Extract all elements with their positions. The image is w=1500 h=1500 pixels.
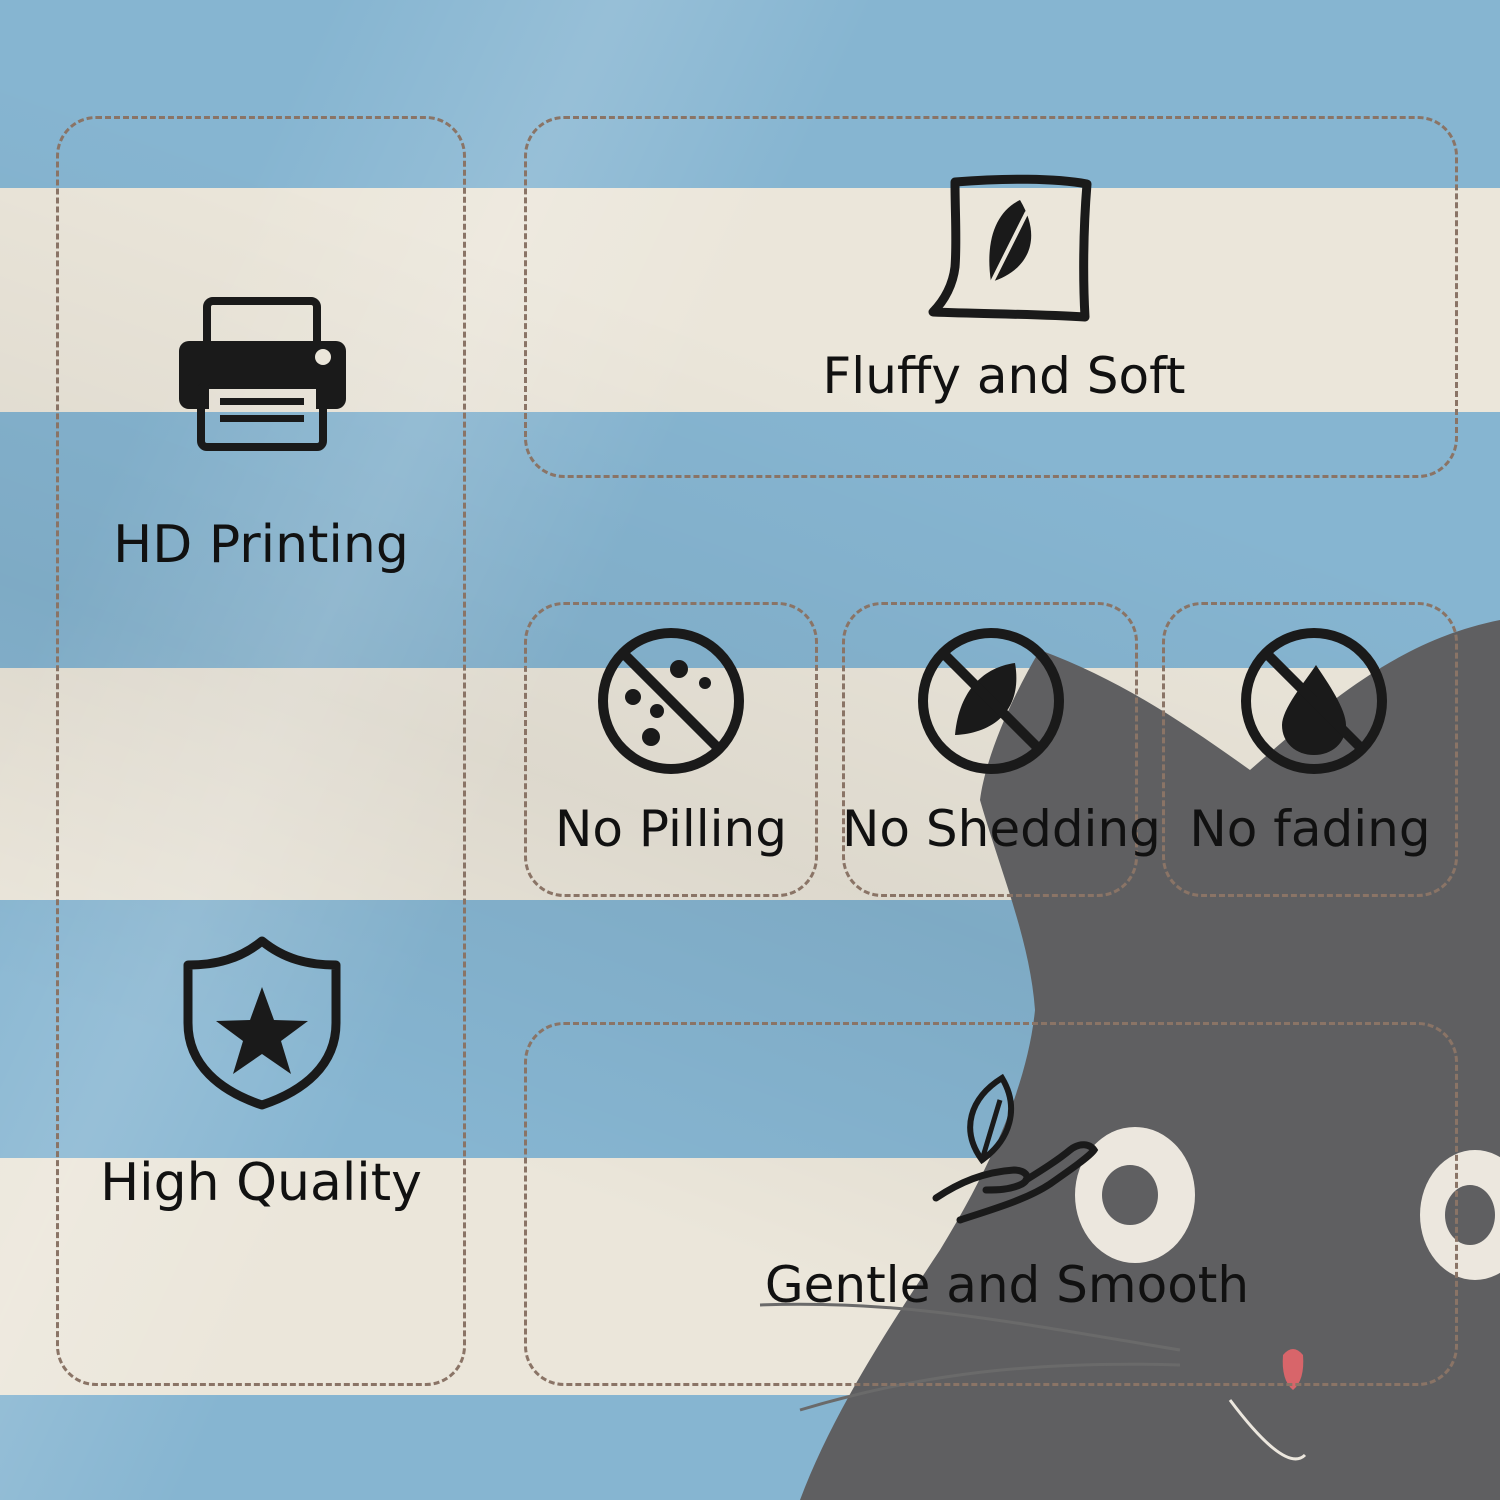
shield-star-icon	[183, 936, 341, 1110]
no-fading-icon	[1241, 628, 1387, 774]
high-quality-label: High Quality	[100, 1153, 422, 1213]
gentle-smooth-card	[524, 1022, 1458, 1386]
gentle-smooth-label: Gentle and Smooth	[764, 1256, 1250, 1314]
fluffy-soft-card	[524, 116, 1458, 478]
no-shedding-icon	[918, 628, 1064, 774]
no-fading-label: No fading	[1189, 800, 1431, 858]
no-shedding-label: No Shedding	[842, 800, 1161, 858]
leaf-card-icon	[928, 174, 1092, 322]
no-fading-card	[1162, 602, 1458, 897]
no-pilling-card	[524, 602, 818, 897]
no-shedding-card	[842, 602, 1138, 897]
hand-leaf-icon	[932, 1073, 1099, 1224]
hd-printing-label: HD Printing	[113, 515, 409, 575]
fluffy-soft-label: Fluffy and Soft	[822, 347, 1186, 405]
left-feature-card	[56, 116, 466, 1386]
no-pilling-icon	[598, 628, 744, 774]
printer-icon	[179, 297, 346, 451]
no-pilling-label: No Pilling	[555, 800, 787, 858]
